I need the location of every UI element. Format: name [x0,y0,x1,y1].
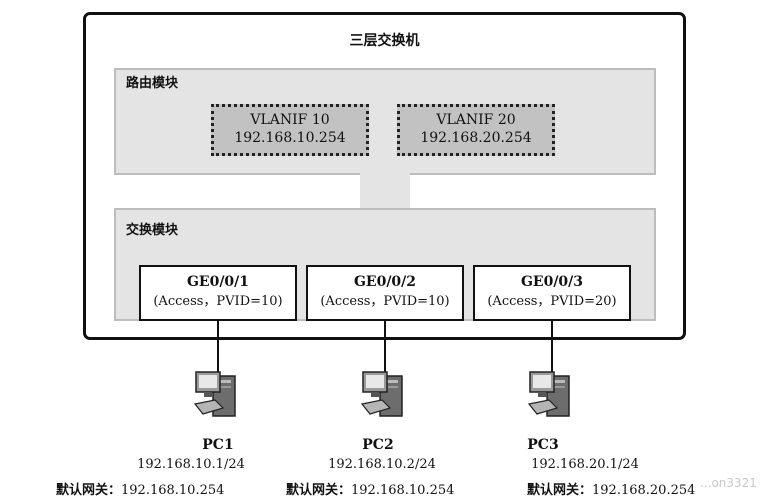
link-pc3 [551,320,553,372]
desktop-computer-icon [527,371,570,417]
port-name: GE0/0/1 [186,274,250,290]
desktop-computer-icon [360,371,403,417]
pc1-name: PC1 [202,437,234,453]
vlanif-10-box: VLANIF 10 192.168.10.254 [211,104,369,156]
pc2-gateway: 默认网关：192.168.10.254 [286,479,454,498]
pc3-gateway: 默认网关：192.168.20.254 [527,479,695,498]
switch-title: 三层交换机 [349,33,420,49]
gateway-value: 192.168.10.254 [121,483,225,498]
pc1-ip: 192.168.10.1/24 [137,457,245,472]
pc3-name: PC3 [527,437,559,453]
vlanif-ip: 192.168.20.254 [420,130,532,146]
routing-module-label: 路由模块 [126,76,179,91]
port-config: (Access，PVID=10) [153,294,283,309]
watermark: ...on3321 [700,476,757,490]
pc2-ip: 192.168.10.2/24 [328,457,436,472]
routing-module [114,68,656,175]
link-pc1 [217,320,219,372]
pc2-name: PC2 [362,437,394,453]
port-name: GE0/0/3 [520,274,584,290]
vlanif-name: VLANIF 10 [250,112,330,128]
port-config: (Access，PVID=10) [320,294,450,309]
switching-module-label: 交换模块 [126,223,179,238]
port-ge0-0-2: GE0/0/2 (Access，PVID=10) [306,265,464,321]
vlanif-20-box: VLANIF 20 192.168.20.254 [397,104,555,156]
gateway-label: 默认网关： [527,483,593,498]
vlanif-name: VLANIF 20 [436,112,516,128]
vlanif-ip: 192.168.10.254 [234,130,346,146]
port-config: (Access，PVID=20) [487,294,617,309]
pc1-gateway: 默认网关：192.168.10.254 [56,479,224,498]
gateway-value: 192.168.20.254 [592,483,696,498]
link-pc2 [384,320,386,372]
desktop-computer-icon [193,371,236,417]
port-ge0-0-1: GE0/0/1 (Access，PVID=10) [139,265,297,321]
gateway-value: 192.168.10.254 [351,483,455,498]
pc3-ip: 192.168.20.1/24 [531,457,639,472]
module-connector [360,172,410,211]
gateway-label: 默认网关： [56,483,122,498]
gateway-label: 默认网关： [286,483,352,498]
port-name: GE0/0/2 [353,274,417,290]
port-ge0-0-3: GE0/0/3 (Access，PVID=20) [473,265,631,321]
